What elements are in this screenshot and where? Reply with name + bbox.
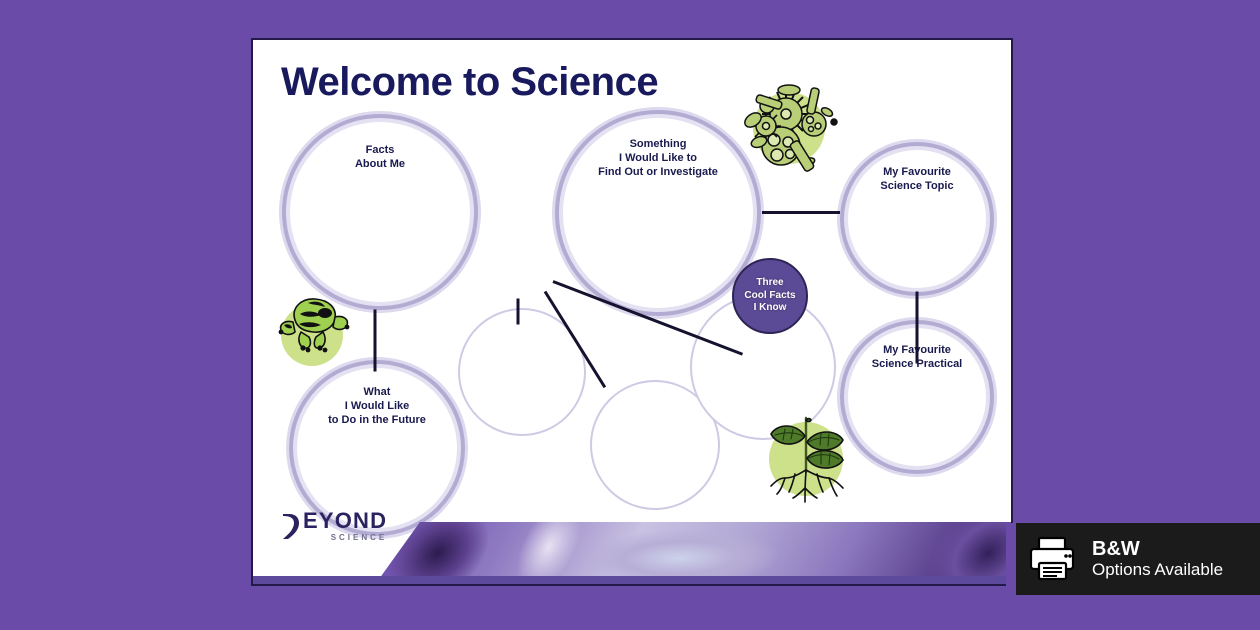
printer-icon [1029, 536, 1075, 581]
bubble-label: My Favourite Science Topic [880, 166, 954, 192]
page-title: Welcome to Science [281, 60, 659, 104]
bubble-facts-about-me[interactable]: Facts About Me [290, 122, 470, 302]
badge-subtitle: Options Available [1092, 559, 1224, 579]
bubble-blank-fact-1[interactable] [458, 308, 586, 436]
bubble-label: My Favourite Science Practical [871, 344, 963, 370]
bubble-label: Something I Would Like to Find Out or In… [598, 138, 718, 178]
logo-subtitle: SCIENCE [330, 533, 388, 542]
marble-texture [375, 522, 1011, 584]
bubble-favourite-topic[interactable]: My Favourite Science Topic [848, 150, 986, 288]
connector-frog-to-future [373, 309, 377, 372]
beyond-b-logo-icon [283, 514, 299, 539]
worksheet-card: Welcome to Science Facts About Me Someth… [251, 38, 1013, 586]
bubble-three-cool-facts[interactable]: Three Cool Facts I Know [732, 258, 808, 334]
logo-wordmark: EYOND [303, 508, 388, 533]
badge-title: B&W [1092, 537, 1140, 560]
bubble-future[interactable]: What I Would Like to Do in the Future [297, 368, 457, 528]
poison-dart-frog-icon [278, 298, 350, 353]
microbe-cluster-icon [744, 84, 838, 172]
bubble-label: Three Cool Facts I Know [744, 277, 796, 314]
connector-investigate-to-topic [762, 211, 840, 214]
bubble-label: What I Would Like to Do in the Future [328, 386, 426, 426]
connector-node-to-blank-1 [516, 298, 520, 325]
bw-options-badge[interactable]: B&W Options Available [1006, 523, 1260, 595]
seedling-with-roots-icon [770, 416, 844, 503]
badge-left-stripe [1006, 523, 1016, 595]
footer-decorative-band [253, 522, 1011, 584]
connector-topic-to-practical [915, 291, 919, 364]
footer-solid-bar [253, 576, 1011, 584]
beyond-science-logo: EYOND SCIENCE [280, 510, 387, 542]
bubble-something-investigate[interactable]: Something I Would Like to Find Out or In… [563, 118, 753, 308]
bubble-label: Facts About Me [354, 144, 406, 170]
